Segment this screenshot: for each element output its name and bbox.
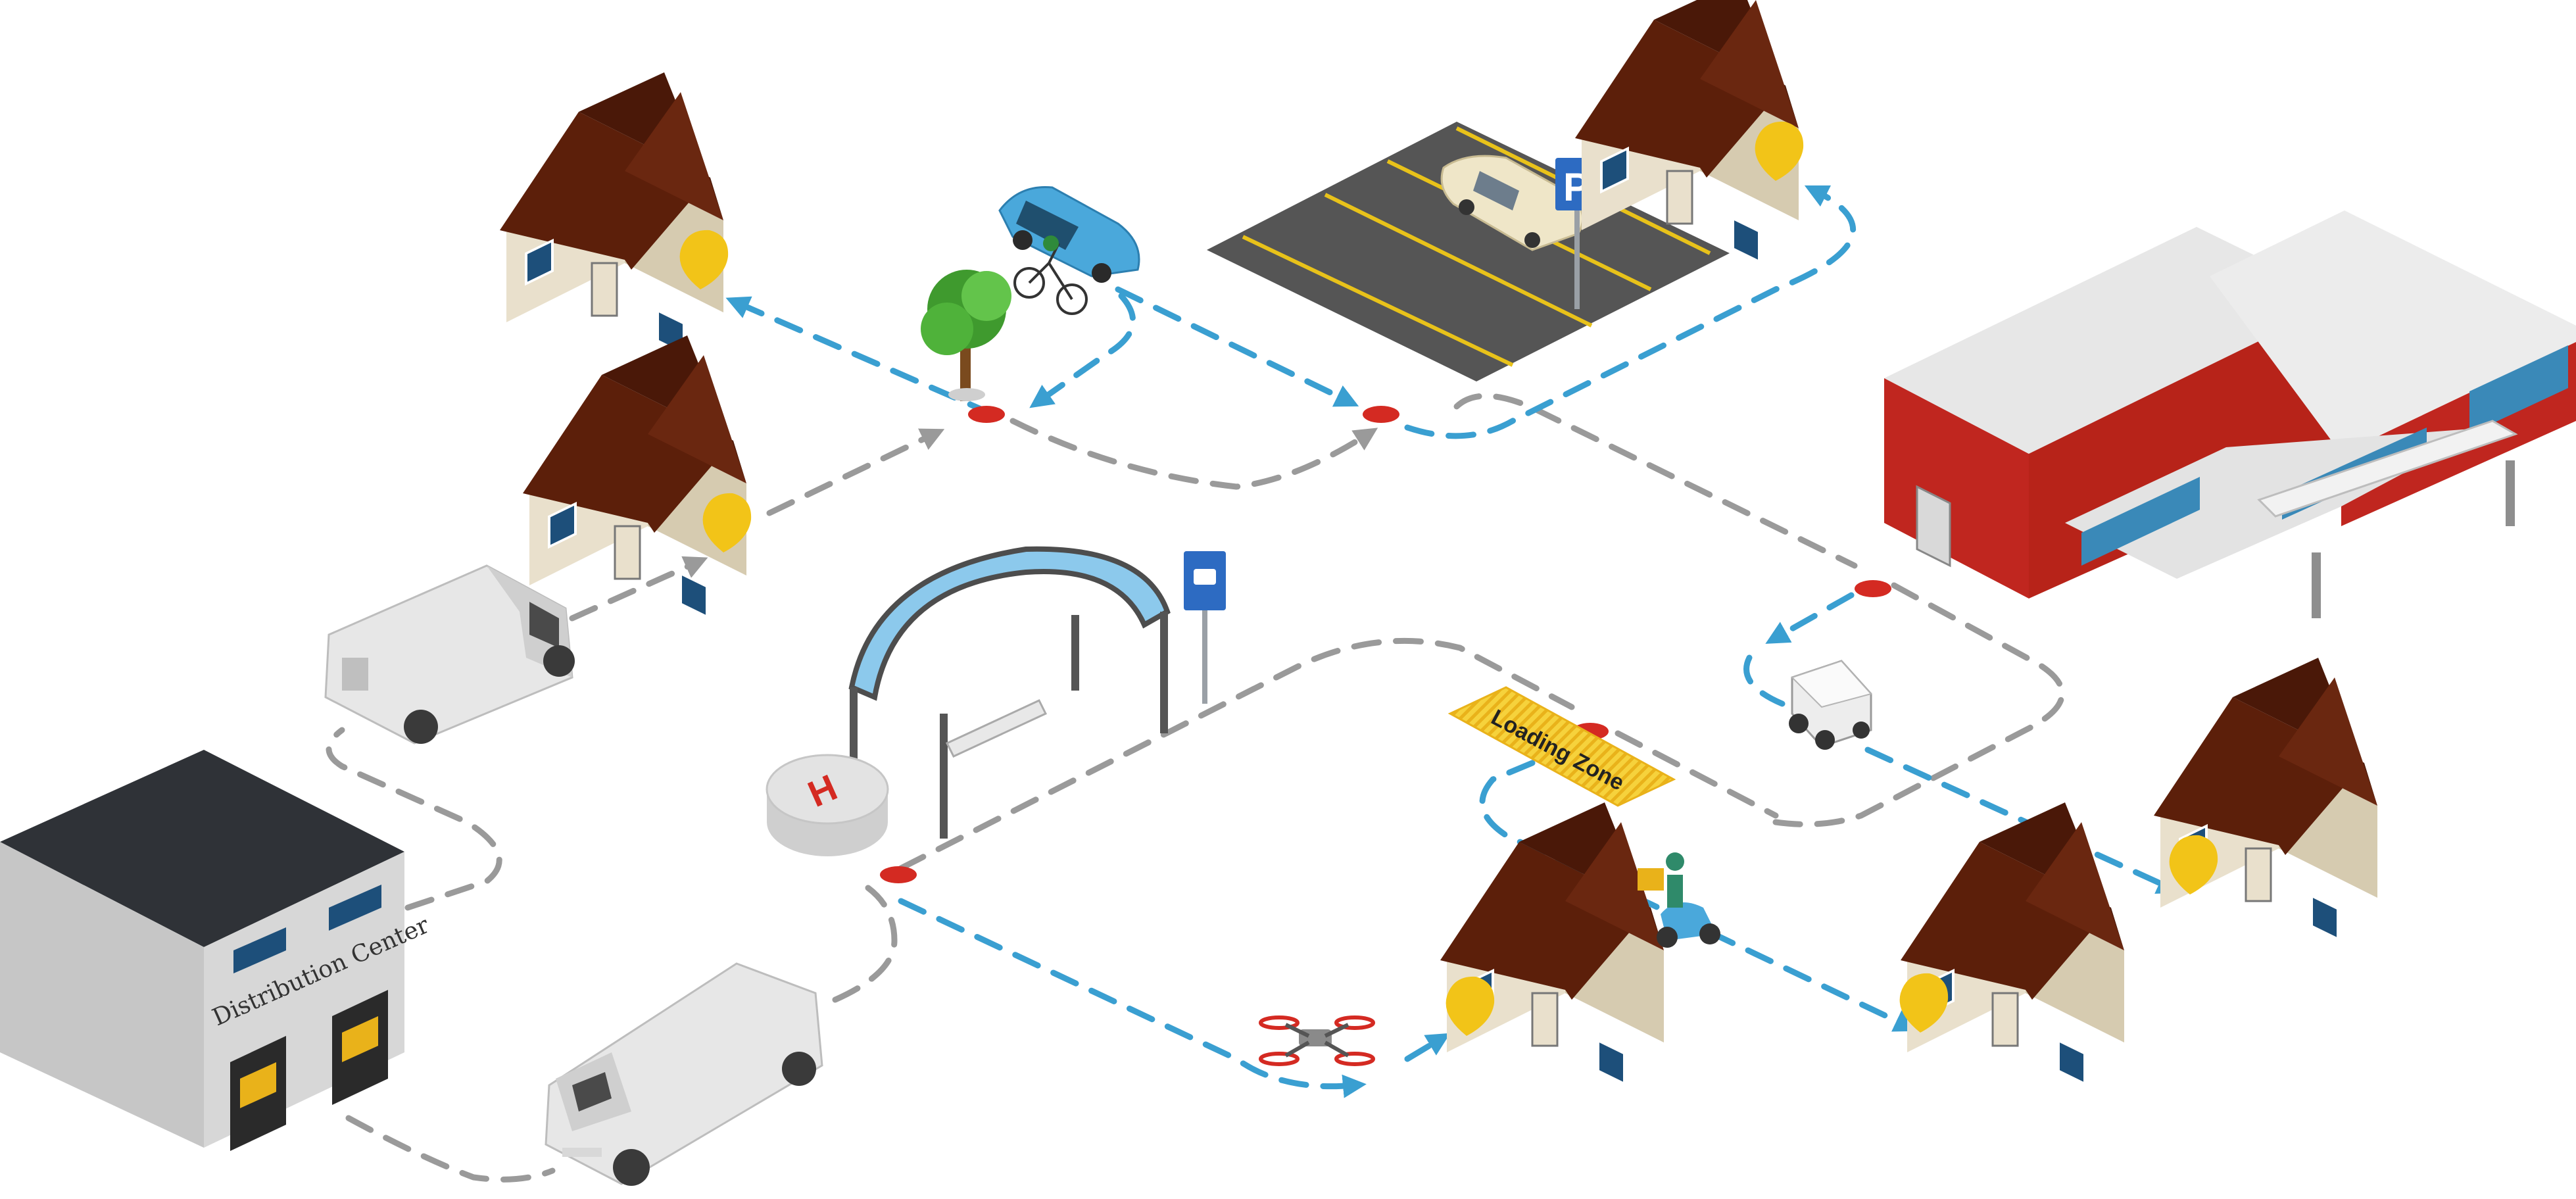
waypoint-marker bbox=[1363, 406, 1399, 423]
waypoint-marker bbox=[968, 406, 1005, 423]
delivery-drone bbox=[1259, 1015, 1375, 1066]
route-dc-to-van-bottom bbox=[345, 1115, 556, 1183]
route-van-bottom-to-waypoint bbox=[832, 885, 898, 1003]
route-dc-to-van-top bbox=[326, 727, 502, 911]
blue-car bbox=[998, 185, 1140, 283]
house-bottom-right bbox=[1899, 801, 2126, 1085]
route-car-to-parking-waypoint bbox=[1115, 286, 1359, 407]
delivery-robot bbox=[1789, 660, 1872, 750]
blue-routes bbox=[725, 185, 2181, 1098]
route-loading-to-store-loop bbox=[1615, 730, 1779, 819]
retail-store bbox=[1884, 210, 2576, 618]
route-store-to-robot bbox=[1765, 592, 1855, 644]
delivery-van-top bbox=[324, 564, 575, 745]
bus-shelter bbox=[848, 546, 1171, 839]
tree bbox=[921, 270, 1011, 401]
route-robot-loop bbox=[1743, 654, 1786, 707]
cyclist bbox=[1013, 235, 1088, 315]
route-waypoint-to-parking bbox=[1009, 418, 1378, 490]
route-house-mid-to-waypoint bbox=[766, 428, 945, 516]
route-waypoint-to-drone bbox=[898, 898, 1367, 1098]
route-car-to-waypoint bbox=[1029, 293, 1136, 408]
route-store-loop bbox=[1772, 582, 2065, 827]
route-parking-to-house-top bbox=[1404, 185, 1856, 439]
waypoint-marker bbox=[880, 866, 917, 883]
waypoint-marker bbox=[1855, 580, 1891, 597]
helipad: H bbox=[766, 754, 889, 856]
house-top-left bbox=[498, 71, 725, 355]
route-robot-to-house-right bbox=[1864, 746, 2181, 894]
gray-routes bbox=[326, 393, 2065, 1183]
house-bottom-center bbox=[1439, 801, 1665, 1085]
delivery-van-bottom bbox=[545, 962, 823, 1186]
house-right bbox=[2152, 656, 2379, 941]
route-van-to-house-mid bbox=[569, 556, 708, 622]
route-drone-to-house bbox=[1404, 1033, 1451, 1062]
house-mid-left bbox=[522, 334, 748, 618]
route-loading-to-scooter bbox=[1479, 760, 1918, 1032]
route-waypoint-to-loading bbox=[898, 637, 1575, 871]
parking-lot: P bbox=[1207, 122, 1730, 381]
distribution-center: Distribution Center bbox=[0, 750, 433, 1151]
scooter-courier bbox=[1638, 852, 1720, 948]
route-parking-waypoint-to-store bbox=[1453, 393, 1858, 569]
waypoints bbox=[880, 406, 1891, 883]
bus-stop-sign bbox=[1184, 551, 1226, 704]
